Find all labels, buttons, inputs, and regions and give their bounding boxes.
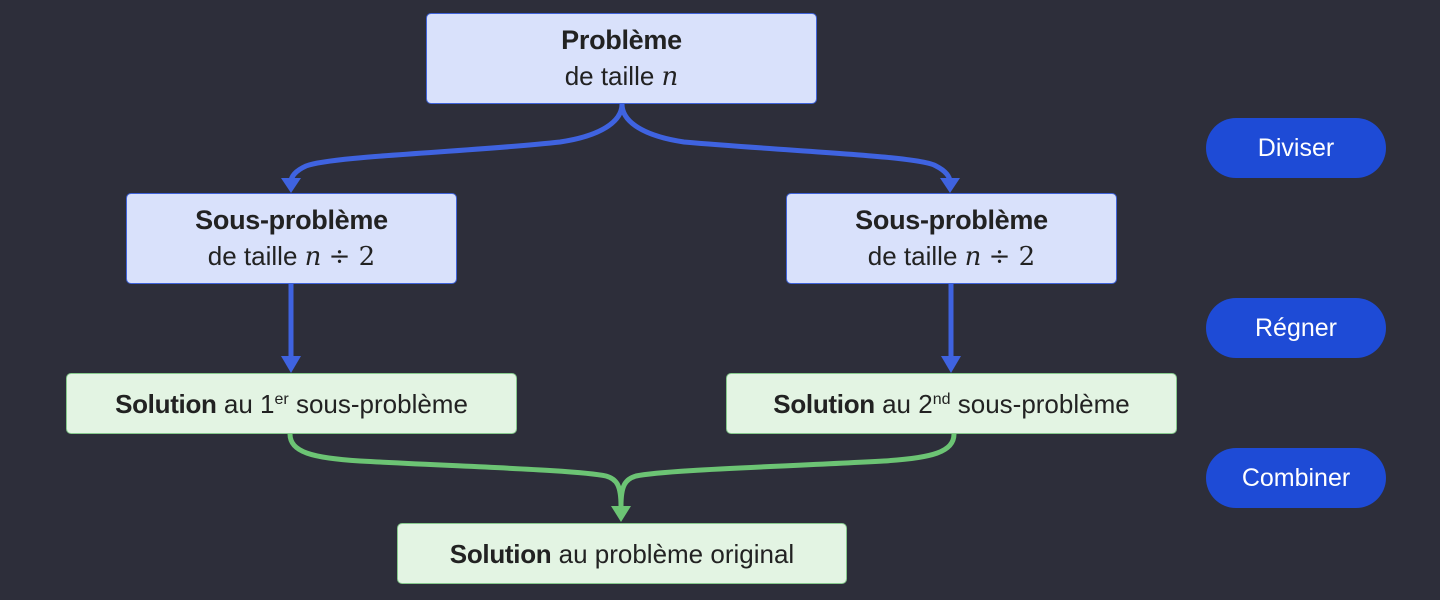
right-solution-box: Solution au 2nd sous-problème [726, 373, 1177, 434]
left-solution-post: sous-problème [295, 388, 468, 419]
right-subproblem-title: Sous-problème [855, 205, 1048, 235]
right-solution-sup: nd [932, 390, 951, 408]
phase-combine-pill: Combiner [1206, 448, 1386, 508]
right-subproblem-size: de taille n ÷ 2 [868, 238, 1035, 275]
phase-conquer-pill: Régner [1206, 298, 1386, 358]
arrow-left-solution-to-final [287, 431, 624, 509]
root-problem-size: de taille n [565, 58, 679, 95]
left-subproblem-size: de taille n ÷ 2 [208, 238, 375, 275]
final-solution-bold: Solution [449, 538, 552, 569]
left-subproblem-size-var: n [304, 242, 322, 272]
final-solution-box: Solution au problème original [397, 523, 847, 584]
right-solution-text: Solution au 2nd sous-problème [773, 386, 1129, 422]
arrowhead-right-solution [941, 356, 961, 373]
left-solution-pre: au 1 [223, 388, 275, 419]
arrowhead-left-sub [281, 178, 301, 193]
arrowhead-left-solution [281, 356, 301, 373]
root-problem-box: Problème de taille n [426, 13, 817, 104]
right-subproblem-size-prefix: de taille [867, 241, 958, 271]
arrow-right-solution-to-final [618, 431, 957, 509]
final-solution-rest: au problème original [558, 538, 795, 569]
root-problem-size-prefix: de taille [564, 61, 655, 91]
root-problem-size-var: n [661, 62, 679, 92]
final-solution-text: Solution au problème original [450, 536, 794, 572]
left-subproblem-size-op: ÷ 2 [328, 242, 376, 272]
arrowhead-right-sub [940, 178, 960, 193]
phase-divide-pill: Diviser [1206, 118, 1386, 178]
left-subproblem-box: Sous-problème de taille n ÷ 2 [126, 193, 457, 284]
arrow-root-to-right-sub [619, 101, 953, 185]
left-solution-sup: er [274, 390, 289, 408]
root-problem-title: Problème [561, 25, 682, 55]
right-subproblem-size-op: ÷ 2 [988, 242, 1036, 272]
left-solution-box: Solution au 1er sous-problème [66, 373, 517, 434]
left-subproblem-title: Sous-problème [195, 205, 388, 235]
right-subproblem-box: Sous-problème de taille n ÷ 2 [786, 193, 1117, 284]
left-solution-bold: Solution [115, 388, 217, 419]
arrow-root-to-left-sub [288, 101, 625, 185]
left-solution-text: Solution au 1er sous-problème [115, 386, 468, 422]
right-solution-pre: au 2 [882, 388, 933, 419]
right-subproblem-size-var: n [964, 242, 982, 272]
right-solution-post: sous-problème [957, 388, 1130, 419]
left-subproblem-size-prefix: de taille [207, 241, 298, 271]
arrowhead-final [611, 506, 631, 522]
right-solution-bold: Solution [773, 388, 875, 419]
